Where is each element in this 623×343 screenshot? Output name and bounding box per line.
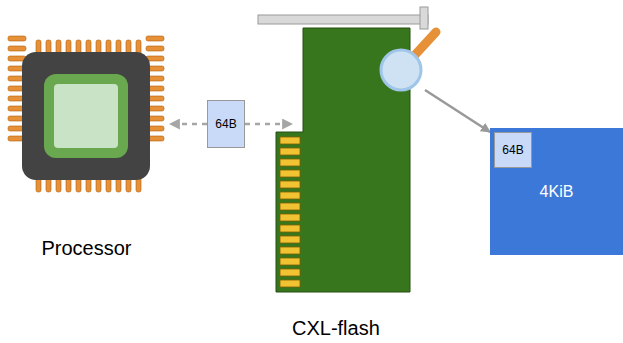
chip-pin: [146, 46, 164, 51]
gold-fingers: [280, 137, 300, 287]
processor-node: Processor: [3, 36, 170, 260]
card-bracket-tab: [420, 7, 428, 29]
gold-finger: [280, 170, 300, 177]
gold-finger: [280, 258, 300, 265]
magnifier-lens: [381, 50, 421, 90]
gold-finger: [280, 137, 300, 144]
data-chunk-box: 64B: [207, 100, 245, 148]
processor-chip: [8, 36, 164, 192]
cxl-card: [258, 7, 428, 292]
gold-finger: [280, 269, 300, 276]
chip-pin: [146, 36, 164, 41]
page-box: 4KiB 64B: [490, 128, 623, 255]
data-transfer-arrow: [245, 123, 292, 126]
box-label: 4KiB: [540, 182, 574, 201]
chip-pin: [8, 46, 26, 51]
box-label: 64B: [215, 117, 236, 131]
gold-finger: [280, 236, 300, 243]
box-label: 64B: [502, 143, 523, 157]
gold-finger: [280, 148, 300, 155]
zoom-leader-arrow: [425, 90, 490, 132]
data-chunk-box: 64B: [494, 132, 532, 168]
gold-finger: [280, 192, 300, 199]
gold-finger: [280, 181, 300, 188]
gold-finger: [280, 159, 300, 166]
magnifier-handle: [414, 32, 436, 56]
gold-finger: [280, 214, 300, 221]
gold-finger: [280, 203, 300, 210]
chip-pin: [8, 36, 26, 41]
gold-finger: [280, 247, 300, 254]
gold-finger: [280, 225, 300, 232]
gold-finger: [280, 280, 300, 287]
chip-die: [54, 84, 118, 148]
part-label: Processor: [41, 236, 131, 260]
card-bracket: [258, 15, 428, 24]
cxl-flash-node: CXL-flash: [292, 6, 425, 340]
chip-body: [22, 52, 150, 180]
data-transfer-arrow: [170, 123, 207, 126]
magnifier: [381, 32, 436, 90]
chip-die-frame: [44, 74, 128, 158]
part-label: CXL-flash: [292, 316, 380, 340]
